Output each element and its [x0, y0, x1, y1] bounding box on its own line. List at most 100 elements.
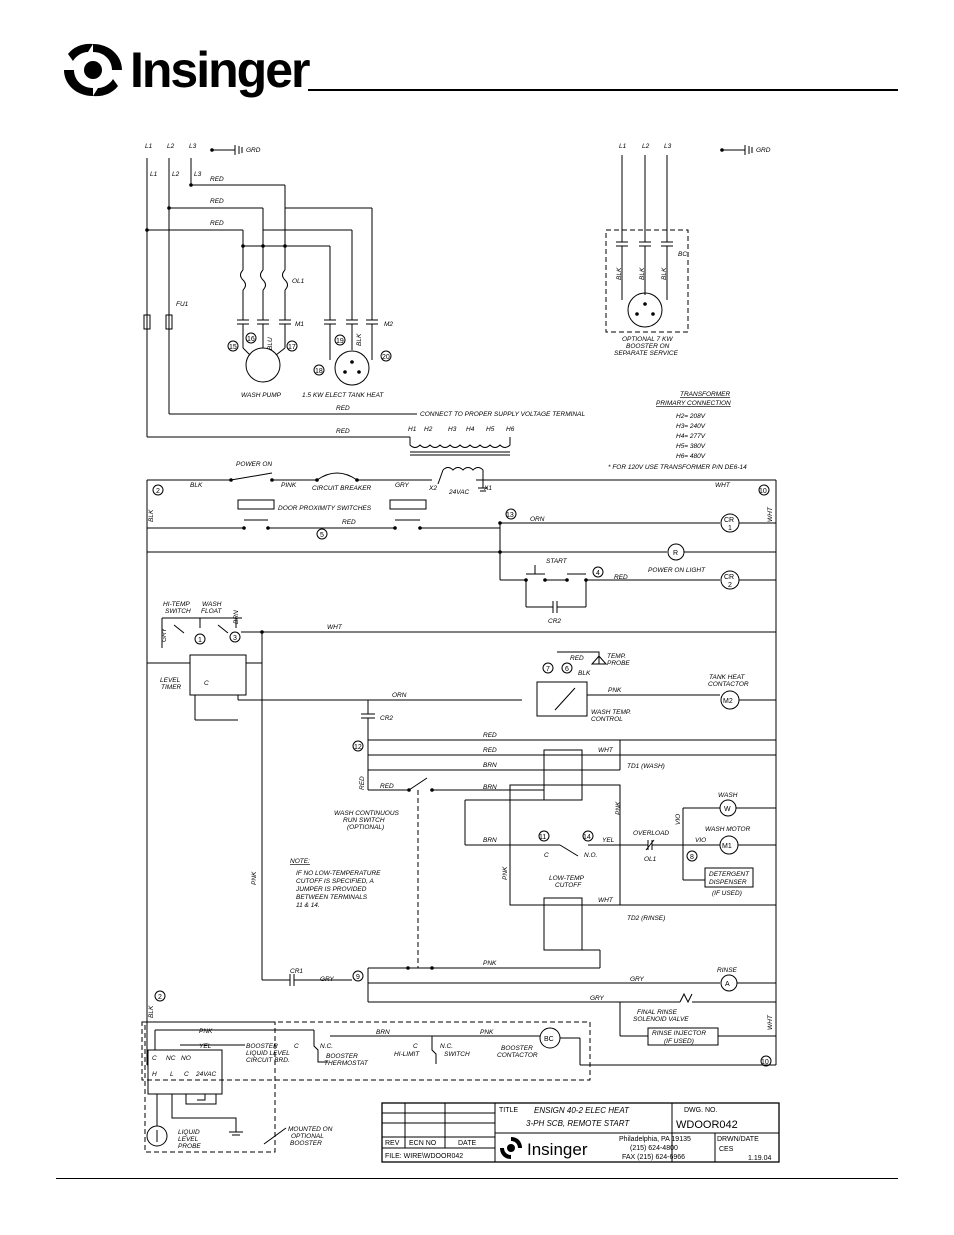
label-wht-float: WHT: [327, 624, 343, 631]
label-l1-wire: L1: [150, 171, 158, 178]
label-b-l3: L3: [664, 143, 672, 150]
terminal-18: [313, 364, 325, 376]
label-final-rinse-2: SOLENOID VALVE: [633, 1016, 689, 1023]
label-red-feed1: RED: [336, 405, 350, 412]
label-vio-2: VIO: [675, 814, 682, 825]
label-timer-c: C: [204, 680, 209, 687]
terminal-7: [542, 662, 554, 674]
terminal-1-label: 1: [198, 637, 202, 644]
label-mounted-3: BOOSTER: [290, 1140, 322, 1147]
board-term-no: NO: [181, 1055, 191, 1062]
label-hi-limit-c: C: [413, 1043, 418, 1050]
terminal-3-label: 3: [233, 635, 237, 642]
label-pnk-booster: PNK: [199, 1028, 213, 1035]
label-wash-temp-2: CONTROL: [591, 716, 623, 723]
detergent-dispenser: [704, 867, 754, 888]
label-booster-level-1: BOOSTER: [246, 1043, 278, 1050]
label-booster-contactor-2: CONTACTOR: [497, 1052, 538, 1059]
label-ol1-ctrl: OL1: [644, 856, 657, 863]
label-pnk-tank: PNK: [608, 687, 622, 694]
label-b-grd: GRD: [756, 147, 771, 154]
terminal-6-label: 6: [565, 666, 569, 673]
label-m1: M1: [295, 321, 304, 328]
label-booster-opt-2: BOOSTER ON: [626, 343, 670, 350]
terminal-5: [316, 528, 328, 540]
tb-title-label: TITLE: [499, 1107, 518, 1114]
tap-h3: H3= 240V: [676, 423, 706, 430]
label-grd: GRD: [246, 147, 261, 154]
ground-symbol: [210, 145, 243, 155]
label-l2: L2: [167, 143, 175, 150]
booster-probe-dashed: [144, 1021, 276, 1153]
label-cr2-latch: CR2: [548, 618, 561, 625]
terminal-15-label: 15: [229, 344, 237, 351]
label-booster-thermo-1: BOOSTER: [326, 1053, 358, 1060]
terminal-4: [592, 566, 604, 578]
label-pnk-td: PNK: [615, 801, 622, 815]
label-mounted-1: MOUNTED ON: [288, 1126, 333, 1133]
label-liquid-probe-2: LEVEL: [178, 1136, 199, 1143]
label-td2: TD2 (RINSE): [627, 915, 665, 922]
label-blk-main: BLK: [190, 482, 203, 489]
label-brn-wcr: BRN: [483, 784, 497, 791]
label-blk-booster: BLK: [148, 1005, 155, 1018]
terminal-14: [582, 830, 594, 842]
terminal-13-label: 13: [506, 512, 514, 519]
label-booster-level-2: LIQUID LEVEL: [246, 1050, 290, 1057]
tap-h2: H2= 208V: [676, 413, 706, 420]
wash-w-label: W: [724, 806, 731, 813]
label-detergent-1: DETERGENT: [709, 871, 750, 878]
label-booster-level-3: CIRCUIT BRD.: [246, 1057, 290, 1064]
td2-relay: [543, 897, 583, 951]
term-h6: H6: [506, 426, 515, 433]
tb-date: DATE: [458, 1140, 476, 1147]
tb-rev: REV: [385, 1140, 400, 1147]
label-hi-temp-1: HI-TEMP: [163, 601, 190, 608]
terminal-11-label: 11: [539, 834, 546, 841]
label-transformer-title: TRANSFORMER: [680, 391, 731, 398]
terminal-19: [334, 334, 346, 346]
label-pink: PINK: [281, 482, 297, 489]
light-r: R: [673, 550, 678, 557]
booster-heater: [627, 292, 663, 328]
terminal-6: [561, 662, 573, 674]
cr2-label: CR: [724, 574, 734, 581]
label-wash-cont-3: (OPTIONAL): [347, 824, 384, 831]
label-blk-b3: BLK: [661, 267, 668, 280]
label-tank-contactor-2: CONTACTOR: [708, 681, 749, 688]
terminal-8: [686, 850, 698, 862]
label-blu: BLU: [267, 337, 274, 350]
terminal-10-top-label: 10: [759, 488, 767, 495]
term-h5: H5: [486, 426, 495, 433]
term-h4: H4: [466, 426, 475, 433]
label-booster-contactor-1: BOOSTER: [501, 1045, 533, 1052]
label-low-temp-2: CUTOFF: [555, 882, 582, 889]
label-l2-wire: L2: [172, 171, 180, 178]
terminal-9-label: 9: [356, 974, 360, 981]
label-rinse: RINSE: [717, 967, 738, 974]
tank-heater-element: [334, 350, 370, 386]
terminal-5-label: 5: [320, 532, 324, 539]
terminal-15: [227, 340, 239, 352]
label-level-timer-2: TIMER: [161, 684, 182, 691]
label-cr1-contact: CR1: [290, 968, 303, 975]
door-switch-1: [237, 499, 275, 510]
tb-logo-icon: [500, 1137, 522, 1159]
terminal-2-bottom-label: 2: [158, 994, 162, 1001]
board-term-l: L: [170, 1071, 174, 1078]
label-b-l2: L2: [642, 143, 650, 150]
tb-initials: CES: [719, 1146, 734, 1153]
label-low-no: N.O.: [584, 852, 598, 859]
terminal-19-label: 19: [336, 338, 344, 345]
label-orn-cr1: ORN: [530, 516, 545, 523]
label-primary-connection: PRIMARY CONNECTION: [656, 400, 731, 407]
label-wash-temp-1: WASH TEMP.: [591, 709, 631, 716]
label-gry-hi: GRY: [161, 627, 168, 642]
tb-dwg-label: DWG. NO.: [684, 1107, 717, 1114]
insinger-logo-icon: [64, 43, 122, 97]
note-line-1: IF NO LOW-TEMPERATURE: [296, 870, 381, 877]
label-hi-temp-2: SWITCH: [165, 608, 191, 615]
terminal-11: [538, 830, 550, 842]
terminal-10-top: [758, 484, 770, 496]
td1-relay: [543, 749, 583, 801]
